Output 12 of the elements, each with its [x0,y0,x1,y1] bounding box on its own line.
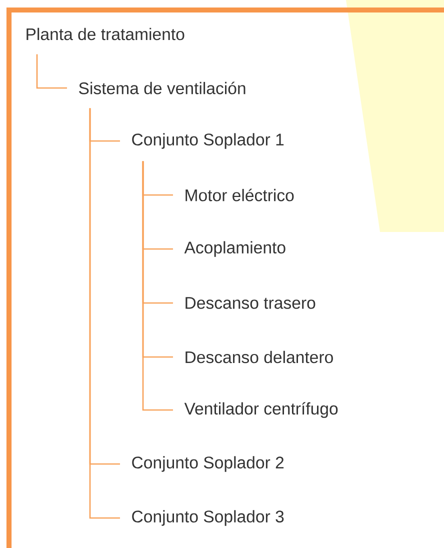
tree-item: Motor eléctrico [186,188,294,202]
tree-item: Descanso delantero [186,350,333,364]
tree-item: Descanso trasero [186,297,316,309]
tree-item: Planta de tratamiento [26,28,184,40]
tree-item: Acoplamiento [184,241,286,257]
tree-item: Conjunto Soplador 3 [132,510,284,526]
tree-item: Sistema de ventilación [79,82,246,94]
tree-connector [36,54,67,89]
tree-item: Conjunto Soplador 1 [132,133,284,149]
tree-item: Conjunto Soplador 2 [132,456,284,472]
tree-connector [142,161,173,411]
tree-item: Ventilador centrífugo [184,402,338,418]
